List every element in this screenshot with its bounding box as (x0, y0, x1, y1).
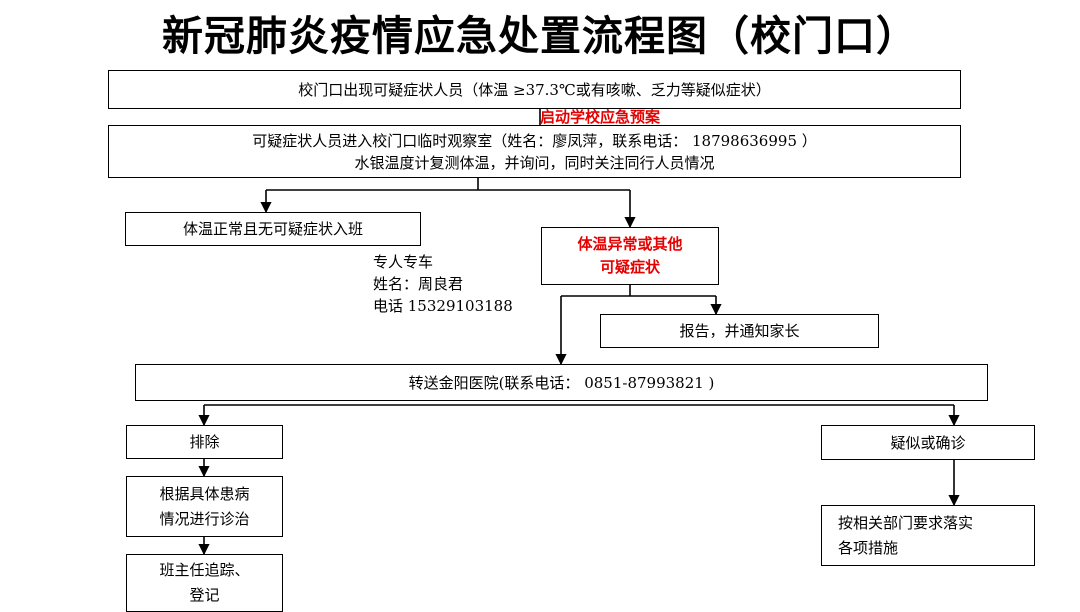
exclude-text: 排除 (189, 433, 220, 451)
driver-phone: 电话 15329103188 (373, 297, 513, 315)
track-box: 班主任追踪、 登记 (126, 554, 283, 612)
abnormal-text-line1: 体温异常或其他 (577, 235, 683, 253)
observe-text-line2: 水银温度计复测体温，并询问，同时关注同行人员情况 (354, 153, 715, 172)
detect-text: 校门口出现可疑症状人员（体温 ≥37.3℃或有咳嗽、乏力等疑似症状） (298, 80, 771, 99)
observe-text-line1: 可疑症状人员进入校门口临时观察室（姓名：廖凤萍，联系电话： 1879863699… (252, 131, 817, 150)
measures-text-line2: 各项措施 (838, 538, 899, 557)
driver-name: 姓名：周良君 (373, 275, 464, 293)
measures-text-line1: 按相关部门要求落实 (838, 513, 974, 532)
transfer-text: 转送金阳医院(联系电话： 0851-87993821 ) (408, 373, 715, 392)
measures-box: 按相关部门要求落实 各项措施 (821, 505, 1035, 566)
report-box: 报告，并通知家长 (600, 314, 879, 348)
track-text-line2: 登记 (189, 586, 220, 604)
treat-text-line1: 根据具体患病 (159, 484, 250, 503)
normal-box: 体温正常且无可疑症状入班 (125, 212, 421, 246)
suspect-text: 疑似或确诊 (890, 433, 966, 452)
transfer-box: 转送金阳医院(联系电话： 0851-87993821 ) (135, 364, 988, 401)
plan-label: 启动学校应急预案 (540, 108, 661, 126)
driver-info: 专人专车 姓名：周良君 电话 15329103188 (373, 251, 513, 317)
treat-text-line2: 情况进行诊治 (159, 509, 250, 528)
abnormal-text-line2: 可疑症状 (599, 258, 660, 276)
normal-text: 体温正常且无可疑症状入班 (182, 220, 363, 238)
exclude-box: 排除 (126, 425, 283, 459)
driver-line1: 专人专车 (373, 253, 434, 271)
abnormal-box: 体温异常或其他 可疑症状 (541, 227, 719, 285)
treat-box: 根据具体患病 情况进行诊治 (126, 476, 283, 537)
report-text: 报告，并通知家长 (679, 322, 800, 340)
detect-box: 校门口出现可疑症状人员（体温 ≥37.3℃或有咳嗽、乏力等疑似症状） (108, 70, 961, 109)
suspect-box: 疑似或确诊 (821, 425, 1035, 460)
track-text-line1: 班主任追踪、 (159, 561, 250, 579)
page-title: 新冠肺炎疫情应急处置流程图（校门口） (162, 12, 918, 60)
observe-box: 可疑症状人员进入校门口临时观察室（姓名：廖凤萍，联系电话： 1879863699… (108, 125, 961, 178)
